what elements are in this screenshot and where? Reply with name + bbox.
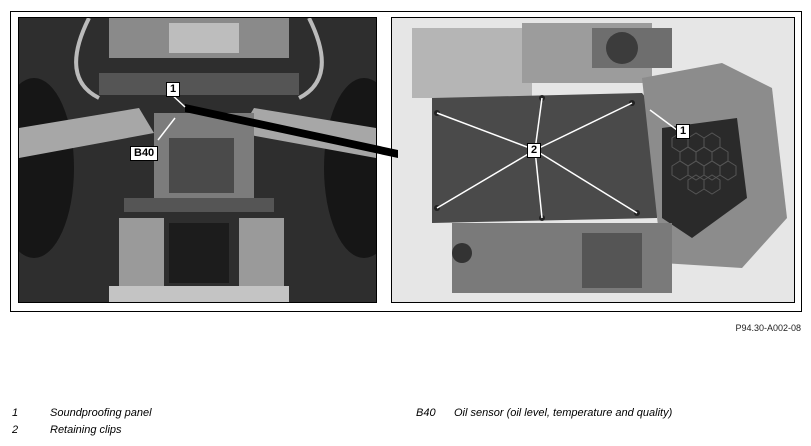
figure-code: P94.30-A002-08 <box>735 323 801 333</box>
underbody-photo <box>18 17 377 303</box>
callout-retaining-clips: 2 <box>527 143 542 158</box>
callout-soundproofing-panel: 1 <box>166 82 181 97</box>
callout-soundproofing-panel-detail: 1 <box>676 124 691 139</box>
callout-oil-sensor: B40 <box>130 146 159 161</box>
transmission-photo <box>391 17 795 303</box>
